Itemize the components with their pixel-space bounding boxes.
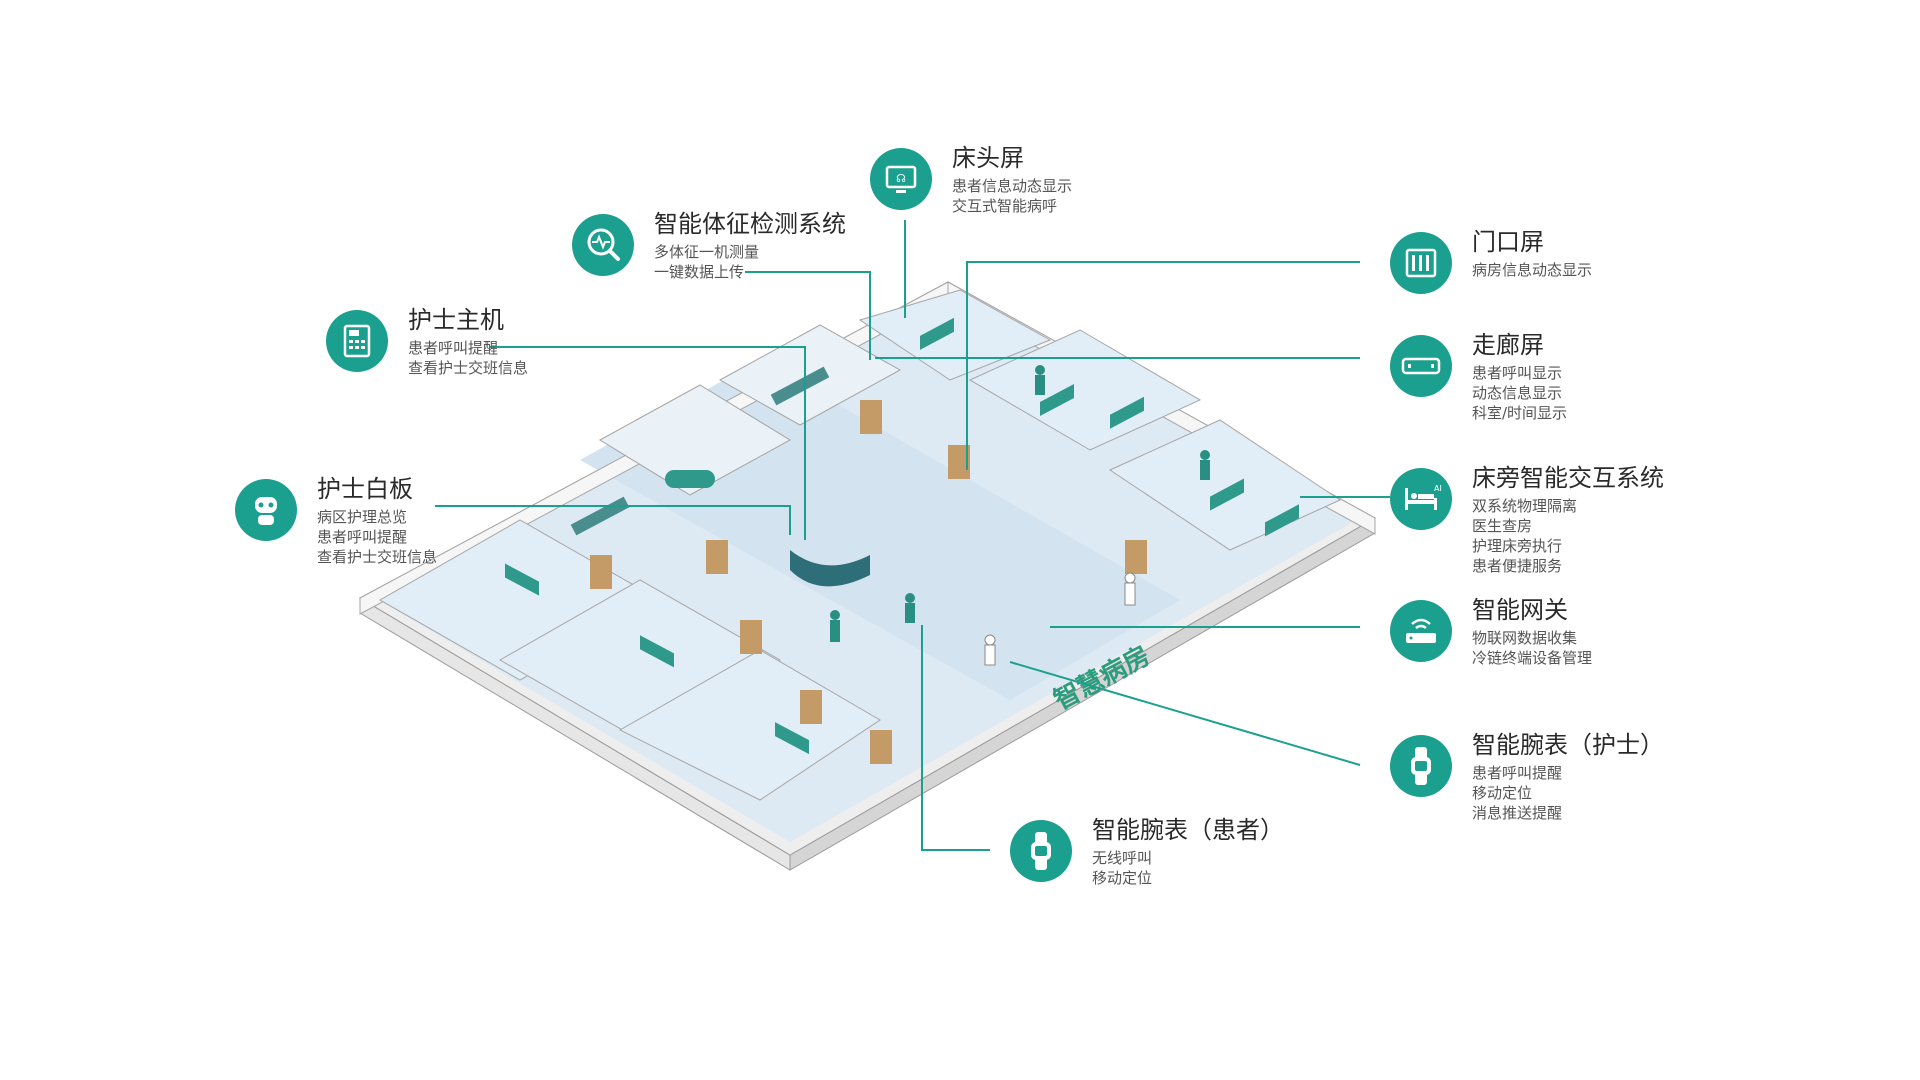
door: [800, 690, 822, 724]
door: [706, 540, 728, 574]
callout-line: 多体征一机测量: [654, 243, 760, 261]
callout-line: 无线呼叫: [1092, 849, 1153, 867]
corridor-screen-bar: [770, 366, 830, 406]
nurse-station-desk: [790, 550, 870, 587]
beds: [505, 317, 1299, 755]
callout-title: 智能网关: [1472, 596, 1568, 624]
leader-watch-nurse: [1009, 661, 1361, 766]
phone-host-icon: [326, 310, 388, 372]
door: [948, 445, 970, 479]
callout-line: 移动定位: [1092, 869, 1153, 887]
door: [870, 730, 892, 764]
callout-line: 物联网数据收集: [1472, 629, 1578, 647]
callout-line: 患者呼叫提醒: [1472, 764, 1563, 782]
magnifier-pulse-icon: [572, 214, 634, 276]
room-left-3: [618, 649, 881, 801]
wifi-router-icon: [1390, 600, 1452, 662]
callout-line: 交互式智能病呼: [952, 197, 1058, 215]
callout-title: 床旁智能交互系统: [1472, 464, 1664, 492]
callout-line: 医生查房: [1472, 517, 1533, 535]
callout-line: 病房信息动态显示: [1472, 261, 1593, 279]
callout-line: 查看护士交班信息: [408, 359, 529, 377]
callout-title: 智能体征检测系统: [654, 210, 846, 238]
callout-line: 查看护士交班信息: [317, 548, 438, 566]
tablet-screen-icon: ☊: [870, 148, 932, 210]
callout-line: 移动定位: [1472, 784, 1533, 802]
callout-title: 护士白板: [317, 475, 413, 503]
leader-watch-patient: [921, 625, 990, 851]
callout-line: 患者呼叫提醒: [317, 528, 408, 546]
callout-title: 护士主机: [408, 306, 504, 334]
callout-line: 护理床旁执行: [1472, 537, 1563, 555]
watch-icon: [1010, 820, 1072, 882]
callout-line: 科室/时间显示: [1472, 404, 1568, 422]
bed: [505, 563, 539, 596]
callout-title: 床头屏: [952, 144, 1024, 172]
callout-line: 消息推送提醒: [1472, 804, 1563, 822]
bed: [665, 470, 715, 488]
watch-icon: [1390, 735, 1452, 797]
callout-line: 动态信息显示: [1472, 384, 1563, 402]
leader-vital-signs: [745, 271, 871, 360]
room-left-4: [599, 384, 791, 496]
bed: [1210, 478, 1244, 511]
callout-title: 门口屏: [1472, 228, 1544, 256]
doors: [590, 400, 1147, 764]
bed: [1110, 396, 1144, 429]
hospital-bed-icon: AI: [1390, 468, 1452, 530]
callout-line: 双系统物理隔离: [1472, 497, 1578, 515]
callout-line: 一键数据上传: [654, 263, 745, 281]
callout-line: 患者便捷服务: [1472, 557, 1563, 575]
callout-line: 病区护理总览: [317, 508, 408, 526]
leader-door-screen: [966, 261, 1360, 470]
svg-text:☊: ☊: [896, 172, 906, 185]
people: [830, 365, 1210, 666]
callout-title: 走廊屏: [1472, 331, 1544, 359]
door: [590, 555, 612, 589]
callout-line: 患者呼叫提醒: [408, 339, 499, 357]
door: [740, 620, 762, 654]
bed: [1265, 504, 1299, 537]
callout-line: 冷链终端设备管理: [1472, 649, 1593, 667]
bed: [640, 635, 674, 668]
callout-title: 智能腕表（患者）: [1092, 816, 1284, 844]
leader-lines: [435, 220, 1390, 851]
leader-nurse-whiteboard: [435, 505, 791, 535]
bed: [775, 722, 809, 755]
robot-whiteboard-icon: [235, 479, 297, 541]
callout-title: 智能腕表（护士）: [1472, 731, 1664, 759]
bed: [920, 317, 954, 350]
svg-text:AI: AI: [1434, 484, 1442, 493]
leader-nurse-host: [490, 346, 806, 540]
corridor-screen-icon: [1390, 335, 1452, 397]
room-right-2: [968, 329, 1202, 451]
door: [860, 400, 882, 434]
door-screen-icon: [1390, 232, 1452, 294]
bed: [1040, 383, 1074, 417]
callout-line: 患者信息动态显示: [952, 177, 1073, 195]
callout-line: 患者呼叫显示: [1472, 364, 1563, 382]
door: [1125, 540, 1147, 574]
